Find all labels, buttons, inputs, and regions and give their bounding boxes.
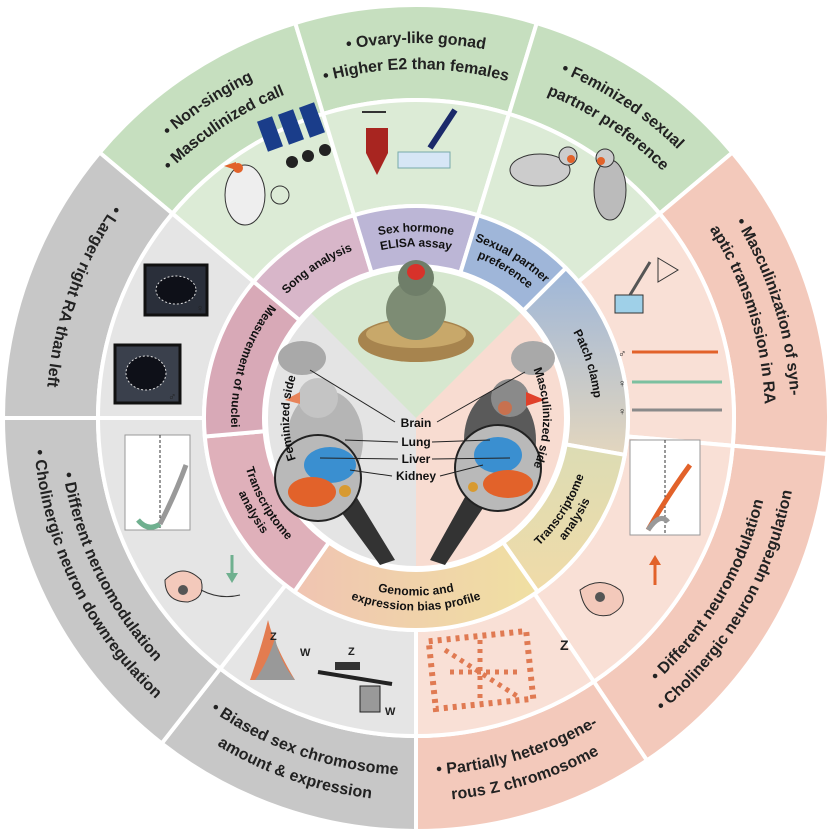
singing-bird-icon	[224, 162, 290, 226]
male-symbol-photo: ♂	[168, 391, 176, 403]
brain-icon-right	[511, 341, 555, 375]
z-chromosome-dot-plot	[425, 627, 537, 713]
z-label-dotplot: Z	[560, 637, 569, 653]
female-symbol-trace-1: ♀	[618, 378, 626, 390]
z-label-scale: Z	[348, 646, 355, 658]
organ-label-kidney: Kidney	[396, 469, 436, 483]
patch-clamp-setup-icon	[614, 257, 679, 314]
patch-clamp-traces	[632, 350, 722, 412]
volcano-plot-right	[629, 439, 701, 585]
female-side-bird	[274, 378, 395, 565]
method-label: ELISA assay	[379, 236, 453, 254]
bird-in-nest-image	[358, 260, 474, 362]
female-symbol-trace-2: ♀	[618, 406, 626, 418]
chromosome-density-icon	[250, 620, 295, 680]
song-spectrogram-image	[257, 102, 331, 168]
elisa-tube-and-plate-image	[362, 108, 458, 175]
w-label-density: W	[300, 647, 311, 659]
outer-finding-label: • Ovary-like gonad	[345, 30, 487, 53]
volcano-plot-left	[124, 434, 238, 583]
z-label-density: Z	[270, 631, 277, 643]
feminized-side-label: Feminized side	[278, 373, 299, 463]
brain-slice-photos	[113, 263, 209, 405]
balance-scale-icon	[317, 662, 393, 713]
female-symbol-photo: ♀	[196, 303, 204, 315]
neuron-icon-right	[579, 582, 624, 617]
organ-leader-lines	[309, 369, 526, 477]
method-label: Sex hormone	[377, 221, 456, 239]
organ-label-lung: Lung	[401, 435, 430, 449]
ring-sectors	[0, 3, 830, 832]
w-label-scale: W	[385, 706, 396, 718]
brain-icon-left	[278, 341, 326, 375]
two-zebra-finches-icon	[509, 146, 627, 221]
organ-label-liver: Liver	[402, 452, 431, 466]
neuron-icon-left	[164, 570, 241, 603]
organ-label-brain: Brain	[401, 416, 432, 430]
male-symbol-trace: ♂	[618, 348, 626, 360]
method-label: Genomic and	[377, 581, 455, 599]
